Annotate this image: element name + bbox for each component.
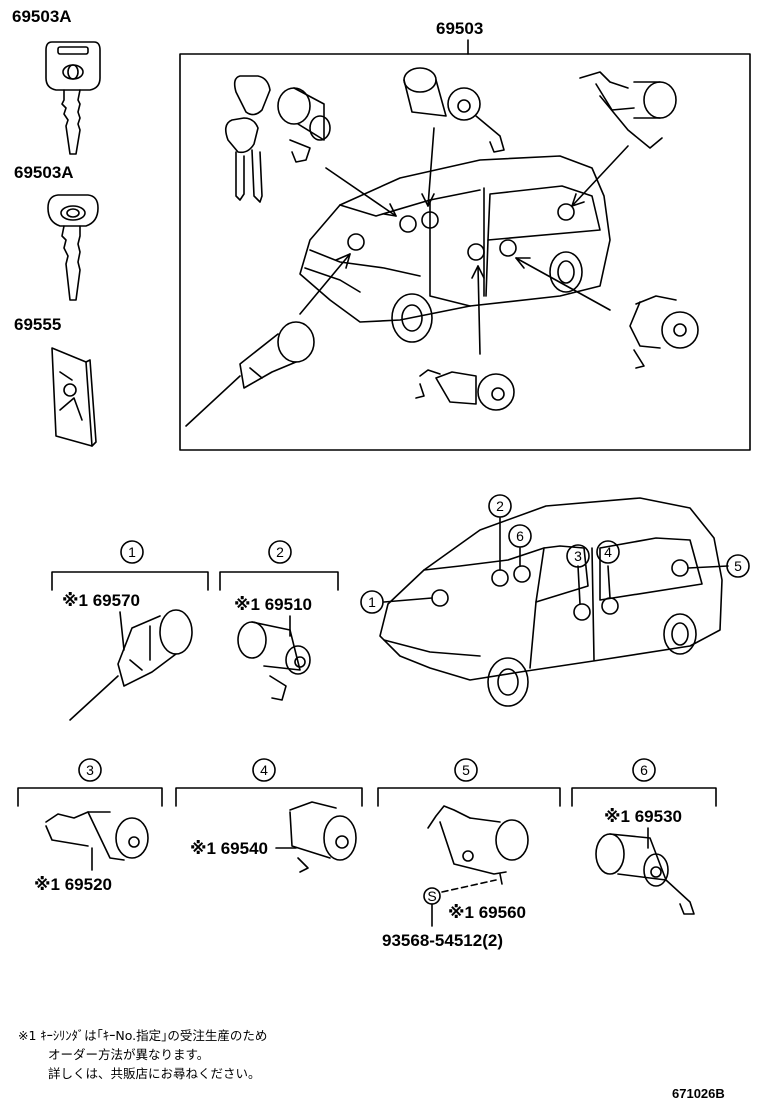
part-number-69520: ※1 69520 bbox=[34, 875, 112, 894]
bracket-6 bbox=[571, 787, 717, 807]
hatch-cylinder-icon bbox=[595, 833, 695, 915]
footnote-line-3: 詳しくは、共販店にお尋ねください。 bbox=[48, 1066, 261, 1081]
ignition-cylinder-set-icon bbox=[185, 321, 315, 427]
back-door-cylinder-icon bbox=[427, 805, 529, 885]
door-lock-cylinder-icon bbox=[237, 621, 311, 701]
callout-2-van: 2 bbox=[496, 498, 504, 514]
part-number-69540: ※1 69540 bbox=[190, 839, 268, 858]
part-number-69530: ※1 69530 bbox=[604, 807, 682, 826]
bracket-3 bbox=[17, 787, 163, 807]
part-number-69560: ※1 69560 bbox=[448, 903, 526, 922]
set-box bbox=[179, 53, 751, 451]
part-number-key-a1: 69503A bbox=[12, 7, 72, 26]
key-card-icon bbox=[51, 347, 97, 447]
screw-leader bbox=[441, 879, 497, 893]
slide-door-cylinder-icon bbox=[45, 811, 149, 861]
part-number-card: 69555 bbox=[14, 315, 61, 334]
set-arrows bbox=[299, 127, 629, 355]
door-lock-cylinder-top-icon bbox=[403, 67, 505, 153]
back-door-cylinder-set-icon bbox=[629, 295, 699, 369]
part-number-69570: ※1 69570 bbox=[62, 591, 140, 610]
callout-4-van: 4 bbox=[604, 544, 612, 560]
callout-3-circle bbox=[78, 758, 102, 782]
footnote-line-2: オーダー方法が異なります。 bbox=[48, 1047, 210, 1062]
callout-3-label: 3 bbox=[86, 762, 94, 778]
callout-1-circle bbox=[120, 540, 144, 564]
callout-5-circle bbox=[454, 758, 478, 782]
callout-2-circle bbox=[268, 540, 292, 564]
key-with-logo-icon bbox=[45, 41, 101, 155]
key-icon bbox=[47, 194, 99, 301]
callout-6-label: 6 bbox=[640, 762, 648, 778]
part-number-69510: ※1 69510 bbox=[234, 595, 312, 614]
footnote: ※1 ｷｰｼﾘﾝﾀﾞは｢ｷｰNo.指定｣の受注生産のため オーダー方法が異なりま… bbox=[18, 1026, 267, 1083]
bracket-4 bbox=[175, 787, 363, 807]
van-drawing-lower bbox=[379, 497, 723, 707]
callout-6-circle bbox=[632, 758, 656, 782]
callout-4-label: 4 bbox=[260, 762, 268, 778]
callout-2-label: 2 bbox=[276, 544, 284, 560]
footnote-line-1: ※1 ｷｰｼﾘﾝﾀﾞは｢ｷｰNo.指定｣の受注生産のため bbox=[18, 1028, 268, 1043]
rear-door-cylinder-icon bbox=[289, 801, 357, 873]
callout-1-van: 1 bbox=[368, 594, 376, 610]
rear-door-cylinder-set-icon bbox=[415, 369, 515, 411]
slide-door-cylinder-top-icon bbox=[579, 71, 677, 149]
reference-code: 671026B bbox=[672, 1086, 725, 1101]
callout-5-label: 5 bbox=[462, 762, 470, 778]
lower-callout-leaders bbox=[383, 517, 729, 605]
bracket-1 bbox=[51, 571, 209, 591]
key-set-cylinder-icon bbox=[224, 75, 331, 203]
van-drawing-set bbox=[299, 155, 611, 343]
callout-4-circle bbox=[252, 758, 276, 782]
callout-1-label: 1 bbox=[128, 544, 136, 560]
callout-6-van: 6 bbox=[516, 528, 524, 544]
screw-symbol: S bbox=[427, 888, 436, 904]
ignition-cylinder-icon bbox=[69, 609, 193, 721]
part-number-set: 69503 bbox=[436, 19, 483, 38]
part-number-screw: 93568-54512(2) bbox=[382, 931, 503, 950]
bracket-5 bbox=[377, 787, 561, 807]
bracket-2 bbox=[219, 571, 339, 591]
lower-callouts bbox=[360, 494, 750, 614]
part-number-key-a2: 69503A bbox=[14, 163, 74, 182]
callout-5-van: 5 bbox=[734, 558, 742, 574]
callout-3-van: 3 bbox=[574, 548, 582, 564]
leader-69570 bbox=[119, 611, 125, 651]
